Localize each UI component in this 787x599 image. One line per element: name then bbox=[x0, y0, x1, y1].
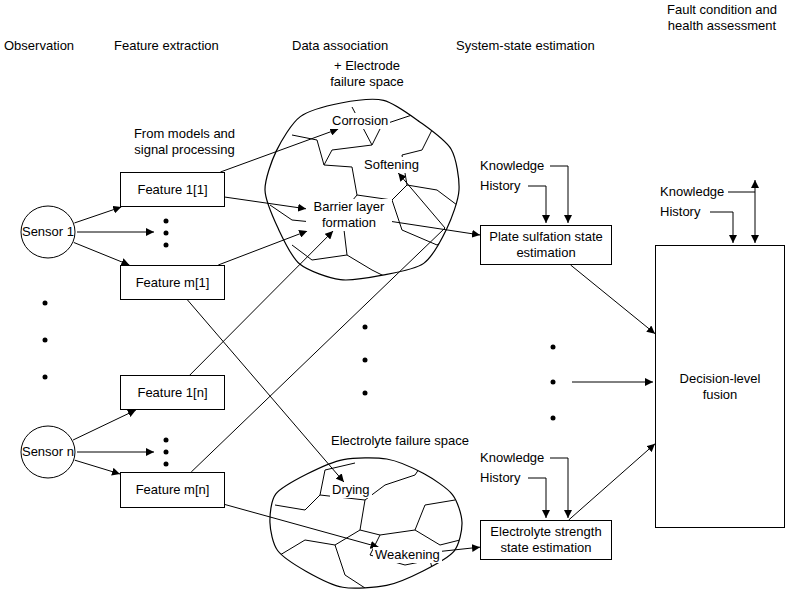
text-label: Knowledge bbox=[660, 184, 724, 200]
node-label: Corrosion bbox=[332, 113, 388, 129]
region-boundary bbox=[292, 245, 347, 260]
knowledge-arrow bbox=[755, 180, 756, 243]
knowledge-arrow bbox=[550, 166, 568, 223]
dot bbox=[363, 325, 368, 330]
region-boundary bbox=[280, 530, 360, 555]
node-label: Electrolyte strength state estimation bbox=[487, 524, 605, 556]
dot bbox=[43, 375, 48, 380]
text-label: Feature extraction bbox=[114, 38, 219, 54]
failure-space: + Electrode failure spaceCorrosionSoften… bbox=[262, 95, 462, 285]
connector-arrow bbox=[74, 207, 121, 223]
layout-arrows bbox=[77, 166, 755, 518]
dot bbox=[363, 358, 368, 363]
node-label: Decision-level fusion bbox=[662, 371, 778, 403]
knowledge-arrow bbox=[550, 458, 568, 518]
process-box: Feature 1[n] bbox=[120, 375, 225, 410]
connector-arrow bbox=[442, 547, 480, 551]
connector-arrow bbox=[75, 460, 120, 474]
sensor-ellipse: Sensor n bbox=[20, 425, 76, 479]
failure-region: Corrosion bbox=[330, 113, 390, 129]
space-heading: + Electrode failure space bbox=[317, 58, 417, 90]
connector-arrow bbox=[190, 231, 333, 375]
connector-arrow bbox=[569, 444, 655, 520]
node-label: Weakening bbox=[375, 547, 440, 563]
failure-region: Drying bbox=[330, 482, 372, 498]
text-label: History bbox=[480, 178, 520, 194]
node-label: Sensor 1 bbox=[22, 224, 74, 240]
dot bbox=[164, 219, 169, 224]
connector-arrow bbox=[571, 265, 655, 334]
node-label: Sensor n bbox=[22, 444, 74, 460]
blob-border bbox=[270, 458, 462, 588]
text-label: System-state estimation bbox=[456, 38, 595, 54]
history-arrow bbox=[528, 478, 546, 518]
region-boundary bbox=[415, 500, 455, 530]
dot bbox=[164, 450, 169, 455]
region-boundary bbox=[335, 545, 365, 588]
dot bbox=[551, 416, 556, 421]
region-boundary bbox=[392, 200, 452, 245]
history-arrow bbox=[710, 212, 733, 243]
dot bbox=[164, 231, 169, 236]
text-label: Data association bbox=[292, 38, 388, 54]
region-boundary bbox=[357, 185, 407, 200]
process-box: Electrolyte strength state estimation bbox=[480, 520, 612, 560]
sensor-arrow bbox=[77, 232, 154, 233]
dot bbox=[164, 462, 169, 467]
process-box: Plate sulfation state estimation bbox=[480, 225, 612, 265]
dot bbox=[551, 345, 556, 350]
text-label: History bbox=[480, 470, 520, 486]
node-label: Barrier layer formation bbox=[308, 199, 390, 231]
blob-outline bbox=[265, 455, 465, 590]
dot bbox=[363, 391, 368, 396]
connector-arrow bbox=[225, 197, 306, 209]
knowledge-leader bbox=[728, 192, 755, 193]
region-boundary bbox=[360, 500, 460, 545]
sensor-ellipse: Sensor 1 bbox=[20, 205, 76, 259]
text-label: History bbox=[660, 204, 700, 220]
process-box: Feature 1[1] bbox=[120, 172, 225, 207]
connector-arrow bbox=[220, 129, 338, 172]
process-box: Decision-level fusion bbox=[655, 245, 785, 528]
text-label: Knowledge bbox=[480, 158, 544, 174]
node-label: Feature 1[n] bbox=[137, 385, 207, 401]
node-label: Feature m[n] bbox=[136, 482, 210, 498]
text-label: From models and signal processing bbox=[122, 126, 247, 158]
connector-arrow bbox=[73, 410, 136, 440]
dot bbox=[43, 301, 48, 306]
connector-arrow bbox=[392, 222, 480, 235]
fusion-arrow bbox=[572, 382, 653, 383]
history-arrow bbox=[528, 186, 546, 223]
space-heading: Electrolyte failure space bbox=[331, 433, 469, 449]
failure-region: Barrier layer formation bbox=[306, 199, 392, 231]
dot bbox=[43, 338, 48, 343]
dot bbox=[551, 380, 556, 385]
text-label: Knowledge bbox=[480, 450, 544, 466]
text-label: Fault condition and health assessment bbox=[663, 2, 781, 34]
process-box: Feature m[1] bbox=[120, 265, 225, 300]
failure-region: Weakening bbox=[373, 547, 442, 563]
failure-region: Softening bbox=[362, 157, 421, 173]
ellipse-shape bbox=[21, 206, 75, 258]
node-label: Feature 1[1] bbox=[137, 182, 207, 198]
node-label: Softening bbox=[364, 157, 419, 173]
ellipse-shape bbox=[21, 426, 75, 478]
connector-arrow bbox=[218, 231, 307, 265]
sensor-arrow bbox=[77, 452, 154, 453]
dot bbox=[164, 438, 169, 443]
connector-arrow bbox=[191, 173, 445, 472]
dot bbox=[164, 243, 169, 248]
node-label: Feature m[1] bbox=[136, 275, 210, 291]
process-box: Feature m[n] bbox=[120, 472, 225, 508]
node-label: Drying bbox=[332, 482, 370, 498]
text-label: Observation bbox=[4, 38, 74, 54]
blob-border bbox=[265, 99, 459, 280]
failure-space: Electrolyte failure spaceDryingWeakening bbox=[265, 455, 465, 590]
connector-arrow bbox=[74, 242, 130, 265]
node-label: Plate sulfation state estimation bbox=[487, 229, 605, 261]
connector-arrow bbox=[225, 505, 378, 547]
